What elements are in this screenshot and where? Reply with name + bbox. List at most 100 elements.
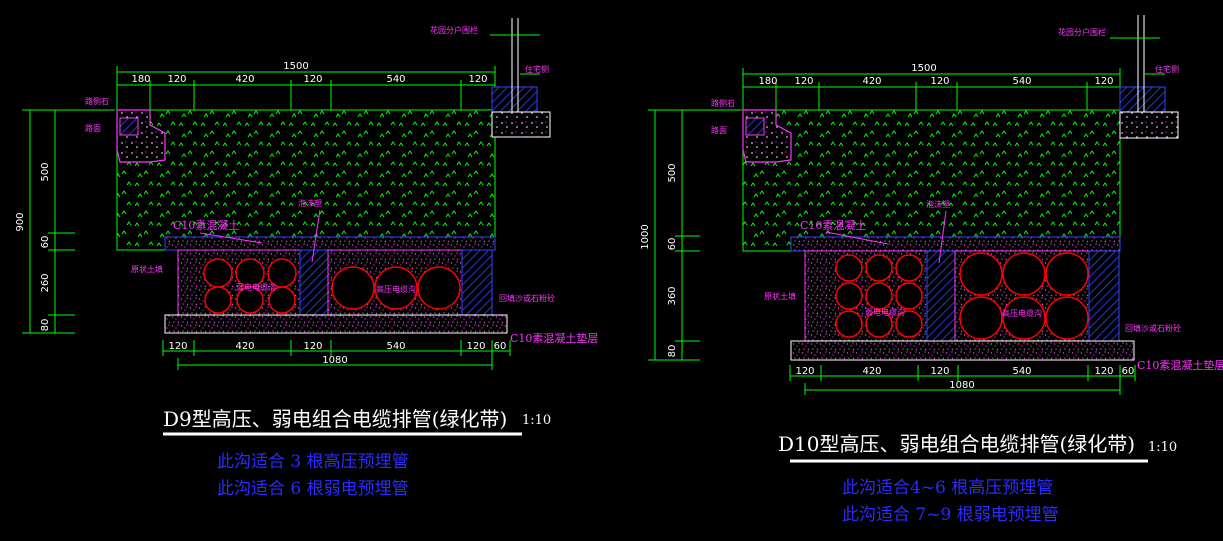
d9-dim-top-part: 180 <box>131 74 150 85</box>
d10-dim-top-part: 420 <box>862 76 881 87</box>
d10-dim-bottom-part: 420 <box>862 366 881 377</box>
d9-dim-top-ticks <box>116 66 496 110</box>
d10-dim-bottom-ticks <box>789 365 1136 395</box>
d10-dim-top-part: 120 <box>794 76 813 87</box>
weak-pipe <box>835 310 863 338</box>
high-pipe <box>959 296 1003 340</box>
d9-dim-left-total: 900 <box>15 212 26 231</box>
d9-dim-left-part: 260 <box>40 273 51 292</box>
high-pipe <box>417 266 461 310</box>
d9-dim-bottom-part: 420 <box>235 341 254 352</box>
d9-dim-bottom-part: 540 <box>386 341 405 352</box>
d9-label-garden-pole: 花园分户围栏 <box>430 25 478 35</box>
d9-label-weak-cable: 弱电电缆沟 <box>236 282 276 292</box>
d10-label-building-wall: 住宅侧 <box>1155 64 1179 74</box>
high-pipe <box>331 266 375 310</box>
d9-scale: 1:10 <box>522 413 551 428</box>
d9-right-backfill <box>461 249 493 316</box>
d10-dim-bottom-part: 120 <box>795 366 814 377</box>
d9-leader-c10-top <box>199 232 263 244</box>
high-pipe <box>374 266 418 310</box>
d9-label-road: 路面 <box>85 123 101 133</box>
d9-dim-top-part: 120 <box>468 74 487 85</box>
d9-leader-filler <box>311 209 321 263</box>
d10-label-c10-top: C10素混凝土 <box>800 218 866 232</box>
weak-pipe <box>204 286 232 314</box>
d10-note: 此沟适合4~6 根高压预埋管 <box>842 478 1053 498</box>
d9-note: 此沟适合 6 根弱电预埋管 <box>217 479 409 499</box>
weak-pipe <box>835 254 863 282</box>
high-pipe <box>1045 296 1089 340</box>
weak-pipe <box>236 286 264 314</box>
d9-dim-bottom-part: 120 <box>303 341 322 352</box>
d9-dim-top-part: 120 <box>303 74 322 85</box>
d9-dim-left-part: 80 <box>40 319 51 332</box>
d10-title: D10型高压、弱电组合电缆排管(绿化带) <box>778 432 1135 456</box>
d10-dim-top-part: 120 <box>1094 76 1113 87</box>
d9-label-c10-top: C10素混凝土 <box>173 218 239 232</box>
d9-label-high-cable: 高压电缆沟 <box>376 284 416 294</box>
d10-dim-bottom-part: 120 <box>1094 366 1113 377</box>
d10-dim-left-ticks <box>648 109 742 361</box>
weak-pipe <box>895 282 923 310</box>
d10-dim-left-part: 80 <box>667 345 678 358</box>
d10-note: 此沟适合 7~9 根弱电预埋管 <box>842 505 1059 525</box>
weak-pipe <box>895 254 923 282</box>
d9-dim-left-part: 60 <box>40 236 51 249</box>
d10-right-backfill <box>1088 250 1120 342</box>
d9-dim-bottom-ticks <box>162 340 511 370</box>
d10-label-garden-pole: 花园分户围栏 <box>1058 27 1106 37</box>
d10-c10-top-strip <box>790 236 1121 252</box>
weak-pipe <box>268 286 296 314</box>
high-pipe <box>1002 252 1046 296</box>
high-pipe <box>1045 252 1089 296</box>
d9-note: 此沟适合 3 根高压预埋管 <box>217 452 409 472</box>
d10-label-backfill-right: 回填沙或石粉砼 <box>1125 323 1181 333</box>
d10-dim-bottom-part: 120 <box>930 366 949 377</box>
d9-high-pipes <box>331 266 461 310</box>
d10-dim-left-part: 360 <box>667 286 678 305</box>
d9-label-c10-base: C10素混凝土垫层 <box>510 331 598 345</box>
d10-wall-block <box>1119 86 1166 113</box>
d9-dim-top-part: 420 <box>235 74 254 85</box>
d9-wall-footing <box>491 111 551 138</box>
d10-filler-block <box>926 250 956 342</box>
d9-title: D9型高压、弱电组合电缆排管(绿化带) <box>163 407 507 431</box>
weak-pipe <box>865 282 893 310</box>
d9-filler-block <box>299 249 329 316</box>
d10-label-c10-base: C10素混凝土垫层 <box>1137 358 1223 372</box>
d10-high-pipes <box>959 252 1089 340</box>
d10-dim-top-part: 540 <box>1012 76 1031 87</box>
d9-c10-base <box>164 314 508 334</box>
d10-dim-bottom-part: 60 <box>1122 366 1135 377</box>
d9-weak-pipes <box>203 258 297 314</box>
diagram-d9: 1500 180 120 420 120 540 120 900 500 60 … <box>15 18 598 499</box>
d9-dim-top-part: 540 <box>386 74 405 85</box>
weak-pipe <box>865 254 893 282</box>
d10-label-high-cable: 高压电缆沟 <box>1002 308 1042 318</box>
d9-dim-bottom-part: 120 <box>168 341 187 352</box>
d10-weak-pipes <box>835 254 923 338</box>
d10-dim-top-total: 1500 <box>911 63 936 74</box>
d10-label-road: 路面 <box>711 125 727 135</box>
d9-dim-bottom-total: 1080 <box>322 355 347 366</box>
high-pipe <box>959 252 1003 296</box>
d10-scale: 1:10 <box>1148 440 1177 455</box>
weak-pipe <box>835 282 863 310</box>
d10-c10-base <box>790 340 1135 361</box>
d9-label-building-wall: 住宅侧 <box>525 64 549 74</box>
d10-leader-filler <box>938 210 947 264</box>
d10-label-weak-cable: 弱电电缆沟 <box>865 307 905 317</box>
high-pipe <box>1002 296 1046 340</box>
d9-label-filler: 泡沫塑 <box>298 198 322 208</box>
d10-curb-hatch <box>745 117 765 136</box>
d9-dim-top-total: 1500 <box>283 61 308 72</box>
weak-pipe <box>203 258 233 288</box>
d9-dim-left-ticks <box>22 109 115 334</box>
d9-dim-top-part: 120 <box>167 74 186 85</box>
d10-leader-c10-top <box>825 231 889 245</box>
d9-dim-bottom-part: 120 <box>466 341 485 352</box>
d10-wall-footing <box>1119 111 1179 139</box>
d9-label-curb: 路侧石 <box>85 96 109 106</box>
